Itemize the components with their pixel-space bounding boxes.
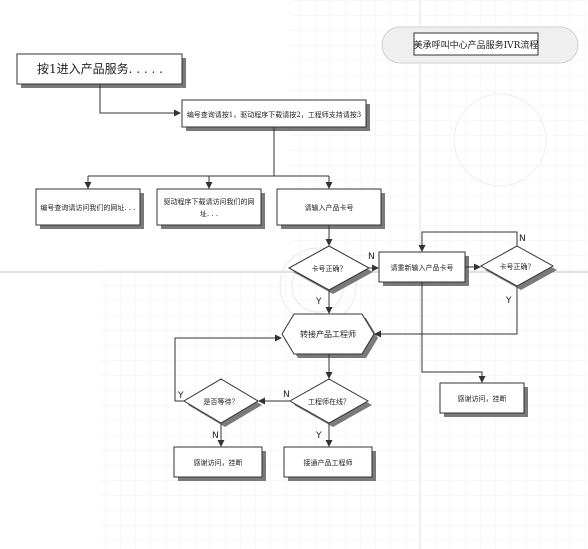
label-wait-yes: Y <box>177 391 184 401</box>
thanks-left-label: 感谢访问，挂断 <box>194 458 243 467</box>
menu-node-label: 编号查询请按1，驱动程序下载请按2，工程师支持请按3 <box>187 110 361 119</box>
connect-node: 接通产品工程师 <box>283 446 376 481</box>
edge-start-menu <box>99 84 181 117</box>
check2-decision: 卡号正确？ <box>479 245 557 290</box>
option1-label: 编号查询请访问我们的网址. . . <box>40 203 135 212</box>
edge-check2-yes <box>374 286 518 338</box>
check1-decision: 卡号正确？ <box>287 245 373 294</box>
wait-label: 是否等待？ <box>204 397 239 406</box>
thanks-left-node: 感谢访问，挂断 <box>173 446 266 481</box>
transfer-label: 转接产品工程师 <box>300 329 356 339</box>
option3-label: 请输入产品卡号 <box>305 203 354 212</box>
label-wait-no: N <box>212 431 219 441</box>
start-node-label: 按1进入产品服务. . . . . <box>37 61 163 76</box>
edge-to-thanks-right <box>421 282 486 383</box>
label-online-yes: Y <box>315 431 322 441</box>
check2-label: 卡号正确？ <box>500 262 535 271</box>
start-node: 按1进入产品服务. . . . . <box>16 53 186 88</box>
option1-node: 编号查询请访问我们的网址. . . <box>35 188 144 229</box>
diagram-title: 美承呼叫中心产品服务IVR流程 <box>414 39 539 51</box>
online-decision: 工程师在线？ <box>288 378 372 427</box>
option2-label-line1: 驱动程序下载请访问我们的网 <box>164 197 255 206</box>
label-check2-yes: Y <box>505 296 512 306</box>
wait-decision: 是否等待？ <box>183 378 262 427</box>
reenter-label: 请重新输入产品卡号 <box>391 263 454 272</box>
thanks-right-label: 感谢访问，挂断 <box>458 394 507 403</box>
edge-wait-yes <box>174 334 282 402</box>
title-banner: 美承呼叫中心产品服务IVR流程 <box>381 26 579 64</box>
reenter-node: 请重新输入产品卡号 <box>378 251 469 286</box>
label-check1-yes: Y <box>315 297 322 307</box>
label-check2-no: N <box>519 234 526 244</box>
transfer-node: 转接产品工程师 <box>281 313 378 358</box>
online-label: 工程师在线？ <box>308 397 350 406</box>
option2-node: 驱动程序下载请访问我们的网 址. . . <box>156 188 265 229</box>
label-online-no: N <box>283 390 290 400</box>
edge-check2-no <box>418 231 518 252</box>
option3-node: 请输入产品卡号 <box>276 188 385 229</box>
bg-circle-right <box>453 93 547 187</box>
option2-label-line2: 址. . . <box>200 209 218 218</box>
check1-label: 卡号正确？ <box>312 264 347 273</box>
thanks-right-node: 感谢访问，挂断 <box>439 382 528 417</box>
menu-node: 编号查询请按1，驱动程序下载请按2，工程师支持请按3 <box>181 99 370 131</box>
connect-label: 接通产品工程师 <box>304 458 353 467</box>
label-check1-no: N <box>368 252 375 262</box>
